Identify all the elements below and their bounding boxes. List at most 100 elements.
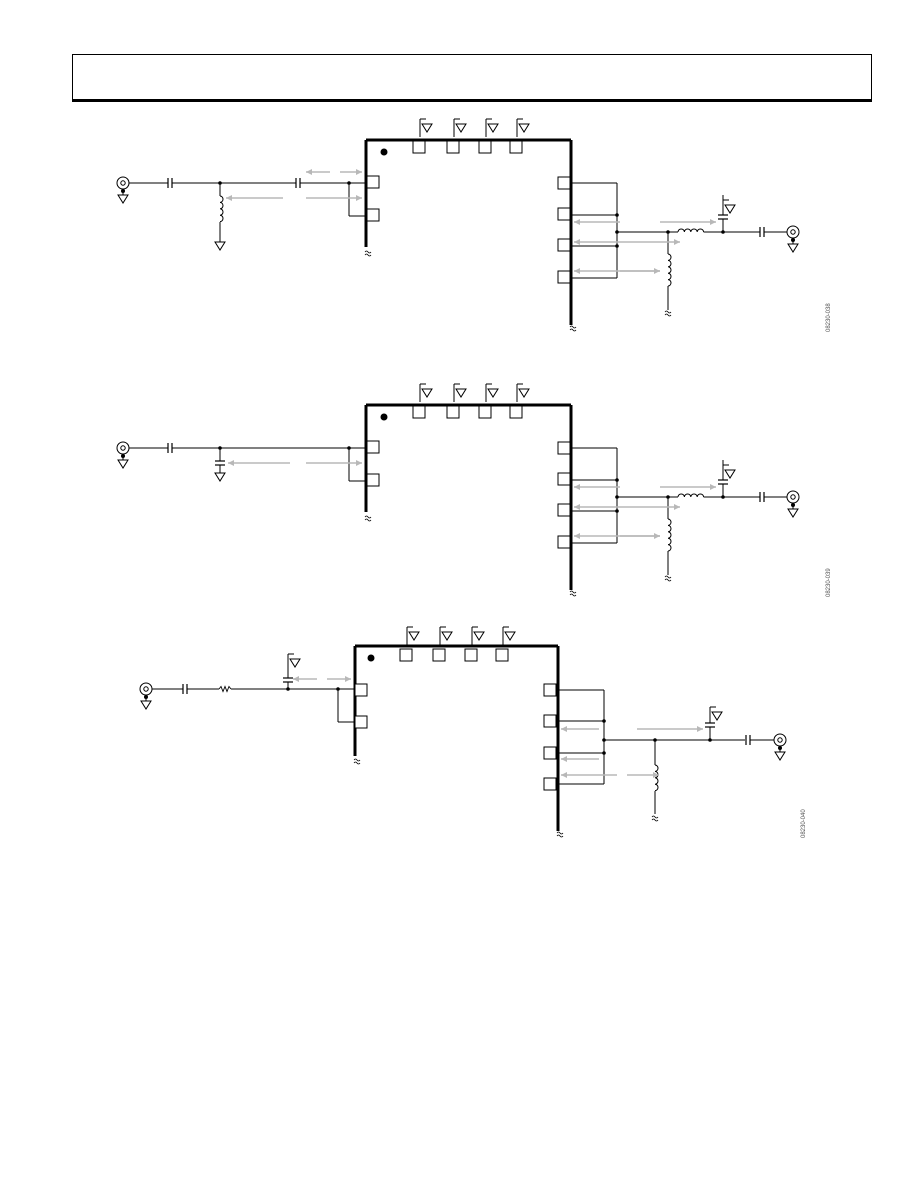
output-pin [543,714,557,728]
signal-arrow-head [653,772,659,778]
input-pin-a [354,683,368,697]
top-pin [432,648,446,662]
ground-icon [117,459,129,469]
top-pin [509,405,523,419]
output-pin [557,238,571,252]
output-pin [543,683,557,697]
analog-ground-icon [353,758,361,765]
analog-ground-icon [556,831,564,838]
ground-icon [711,711,723,721]
ground-icon [487,123,499,133]
ground-icon [518,388,530,398]
input-pin-b [366,208,380,222]
output-pin [557,176,571,190]
ground-icon [455,123,467,133]
connector-center [143,686,149,692]
analog-ground-icon [651,815,659,822]
output-pin [543,777,557,791]
input-pin-b [354,715,368,729]
ground-icon [455,388,467,398]
top-pin [399,648,413,662]
figure-id-label: 08230-039 [826,568,832,597]
junction-dot [615,244,619,248]
signal-arrow-head [561,726,567,732]
inductor [677,228,705,233]
connector-center [790,494,796,500]
page-header-box [72,54,872,102]
figure-id-label: 08230-038 [826,303,832,332]
top-pin [412,405,426,419]
signal-arrow-head [561,756,567,762]
inductor [667,253,672,287]
top-pin [464,648,478,662]
connector-center [790,229,796,235]
top-pin [478,405,492,419]
signal-arrow-head [710,484,716,490]
ground-icon [140,700,152,710]
signal-arrow-head [697,726,703,732]
signal-arrow-head [306,169,312,175]
ground-icon [214,472,226,482]
junction-dot [602,751,606,755]
figure-1: 08230-038 [116,118,832,332]
signal-arrow-head [574,484,580,490]
junction-dot [602,719,606,723]
top-pin [446,140,460,154]
ground-icon [214,241,226,251]
figure-3: 08230-040 [139,626,807,838]
inductor [667,518,672,552]
signal-arrow-head [710,219,716,225]
pin1-marker [380,413,388,421]
signal-arrow-head [574,219,580,225]
connector-center [120,180,126,186]
input-pin-b [366,473,380,487]
ground-icon [724,204,736,214]
signal-arrow-head [356,460,362,466]
signal-arrow-head [674,504,680,510]
ground-icon [421,388,433,398]
junction-dot [615,509,619,513]
signal-arrow-head [345,676,351,682]
top-pin [495,648,509,662]
signal-arrow-head [356,195,362,201]
signal-arrow-head [356,169,362,175]
figure-id-label: 08230-040 [801,809,807,838]
signal-arrow-head [293,676,299,682]
signal-arrow-head [674,239,680,245]
analog-ground-icon [569,590,577,597]
ground-icon [518,123,530,133]
top-pin [478,140,492,154]
analog-ground-icon [664,310,672,317]
junction-dot [615,478,619,482]
ground-icon [289,658,301,668]
top-pin [509,140,523,154]
top-pin [446,405,460,419]
inductor [654,764,659,792]
output-pin [557,441,571,455]
ground-icon [117,194,129,204]
signal-arrow-head [226,195,232,201]
input-pin-a [366,175,380,189]
ground-icon [473,631,485,641]
top-pin [412,140,426,154]
signal-arrow-head [574,533,580,539]
input-pin-a [366,440,380,454]
ground-icon [724,469,736,479]
inductor [677,493,705,498]
resistor [218,685,232,693]
output-pin [557,503,571,517]
ground-icon [774,751,786,761]
ground-icon [487,388,499,398]
signal-arrow-head [228,460,234,466]
figure-2: 08230-039 [116,383,832,597]
analog-ground-icon [569,325,577,332]
signal-arrow-head [654,533,660,539]
signal-arrow-head [574,504,580,510]
analog-ground-icon [364,515,372,522]
ground-icon [787,508,799,518]
connector-center [777,737,783,743]
output-pin [557,270,571,284]
output-pin [543,746,557,760]
junction-dot [615,213,619,217]
ground-icon [421,123,433,133]
